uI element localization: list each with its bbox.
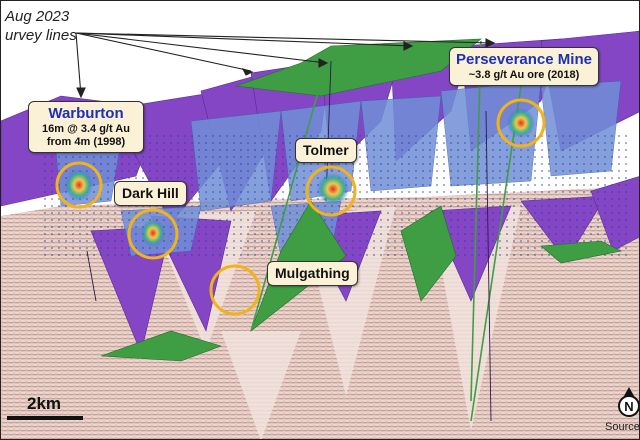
geochem-anomalies xyxy=(65,108,535,247)
label-dark-hill: Dark Hill xyxy=(114,181,187,206)
north-arrow-icon: N xyxy=(617,387,639,417)
label-mulgathing: Mulgathing xyxy=(267,261,358,286)
scale-bar-label: 2km xyxy=(27,394,62,413)
survey-title-lines: urvey lines xyxy=(5,27,77,44)
callout-arrows xyxy=(75,32,496,99)
warburton-depth: from 4m (1998) xyxy=(46,136,126,148)
survey-title-date: Aug 2023 xyxy=(5,8,70,25)
source-note: Source xyxy=(605,421,640,433)
prospect-rings xyxy=(55,98,546,316)
label-perseverance: Perseverance Mine ~3.8 g/t Au ore (2018) xyxy=(449,47,599,86)
perseverance-grade: ~3.8 g/t Au ore (2018) xyxy=(468,69,580,81)
mulgathing-name: Mulgathing xyxy=(275,265,350,281)
scale-bar-line xyxy=(7,416,83,420)
label-tolmer: Tolmer xyxy=(295,138,357,163)
label-warburton: Warburton 16m @ 3.4 g/t Au from 4m (1998… xyxy=(28,101,144,153)
tolmer-name: Tolmer xyxy=(303,142,349,158)
survey-traces xyxy=(250,40,522,422)
seismic-ground-wedges xyxy=(151,206,521,439)
ring-mulgathing xyxy=(209,264,261,316)
ring-dark-hill xyxy=(127,208,179,260)
north-label: N xyxy=(624,399,633,414)
dark-hill-name: Dark Hill xyxy=(122,185,179,201)
survey-title: Aug 2023 urvey lines xyxy=(5,7,77,45)
perseverance-name: Perseverance Mine xyxy=(456,51,592,68)
ring-perseverance xyxy=(496,98,546,148)
ring-warburton xyxy=(55,161,103,209)
warburton-name: Warburton xyxy=(48,105,124,122)
ring-tolmer xyxy=(305,165,357,217)
warburton-assay: 16m @ 3.4 g/t Au xyxy=(42,123,130,135)
